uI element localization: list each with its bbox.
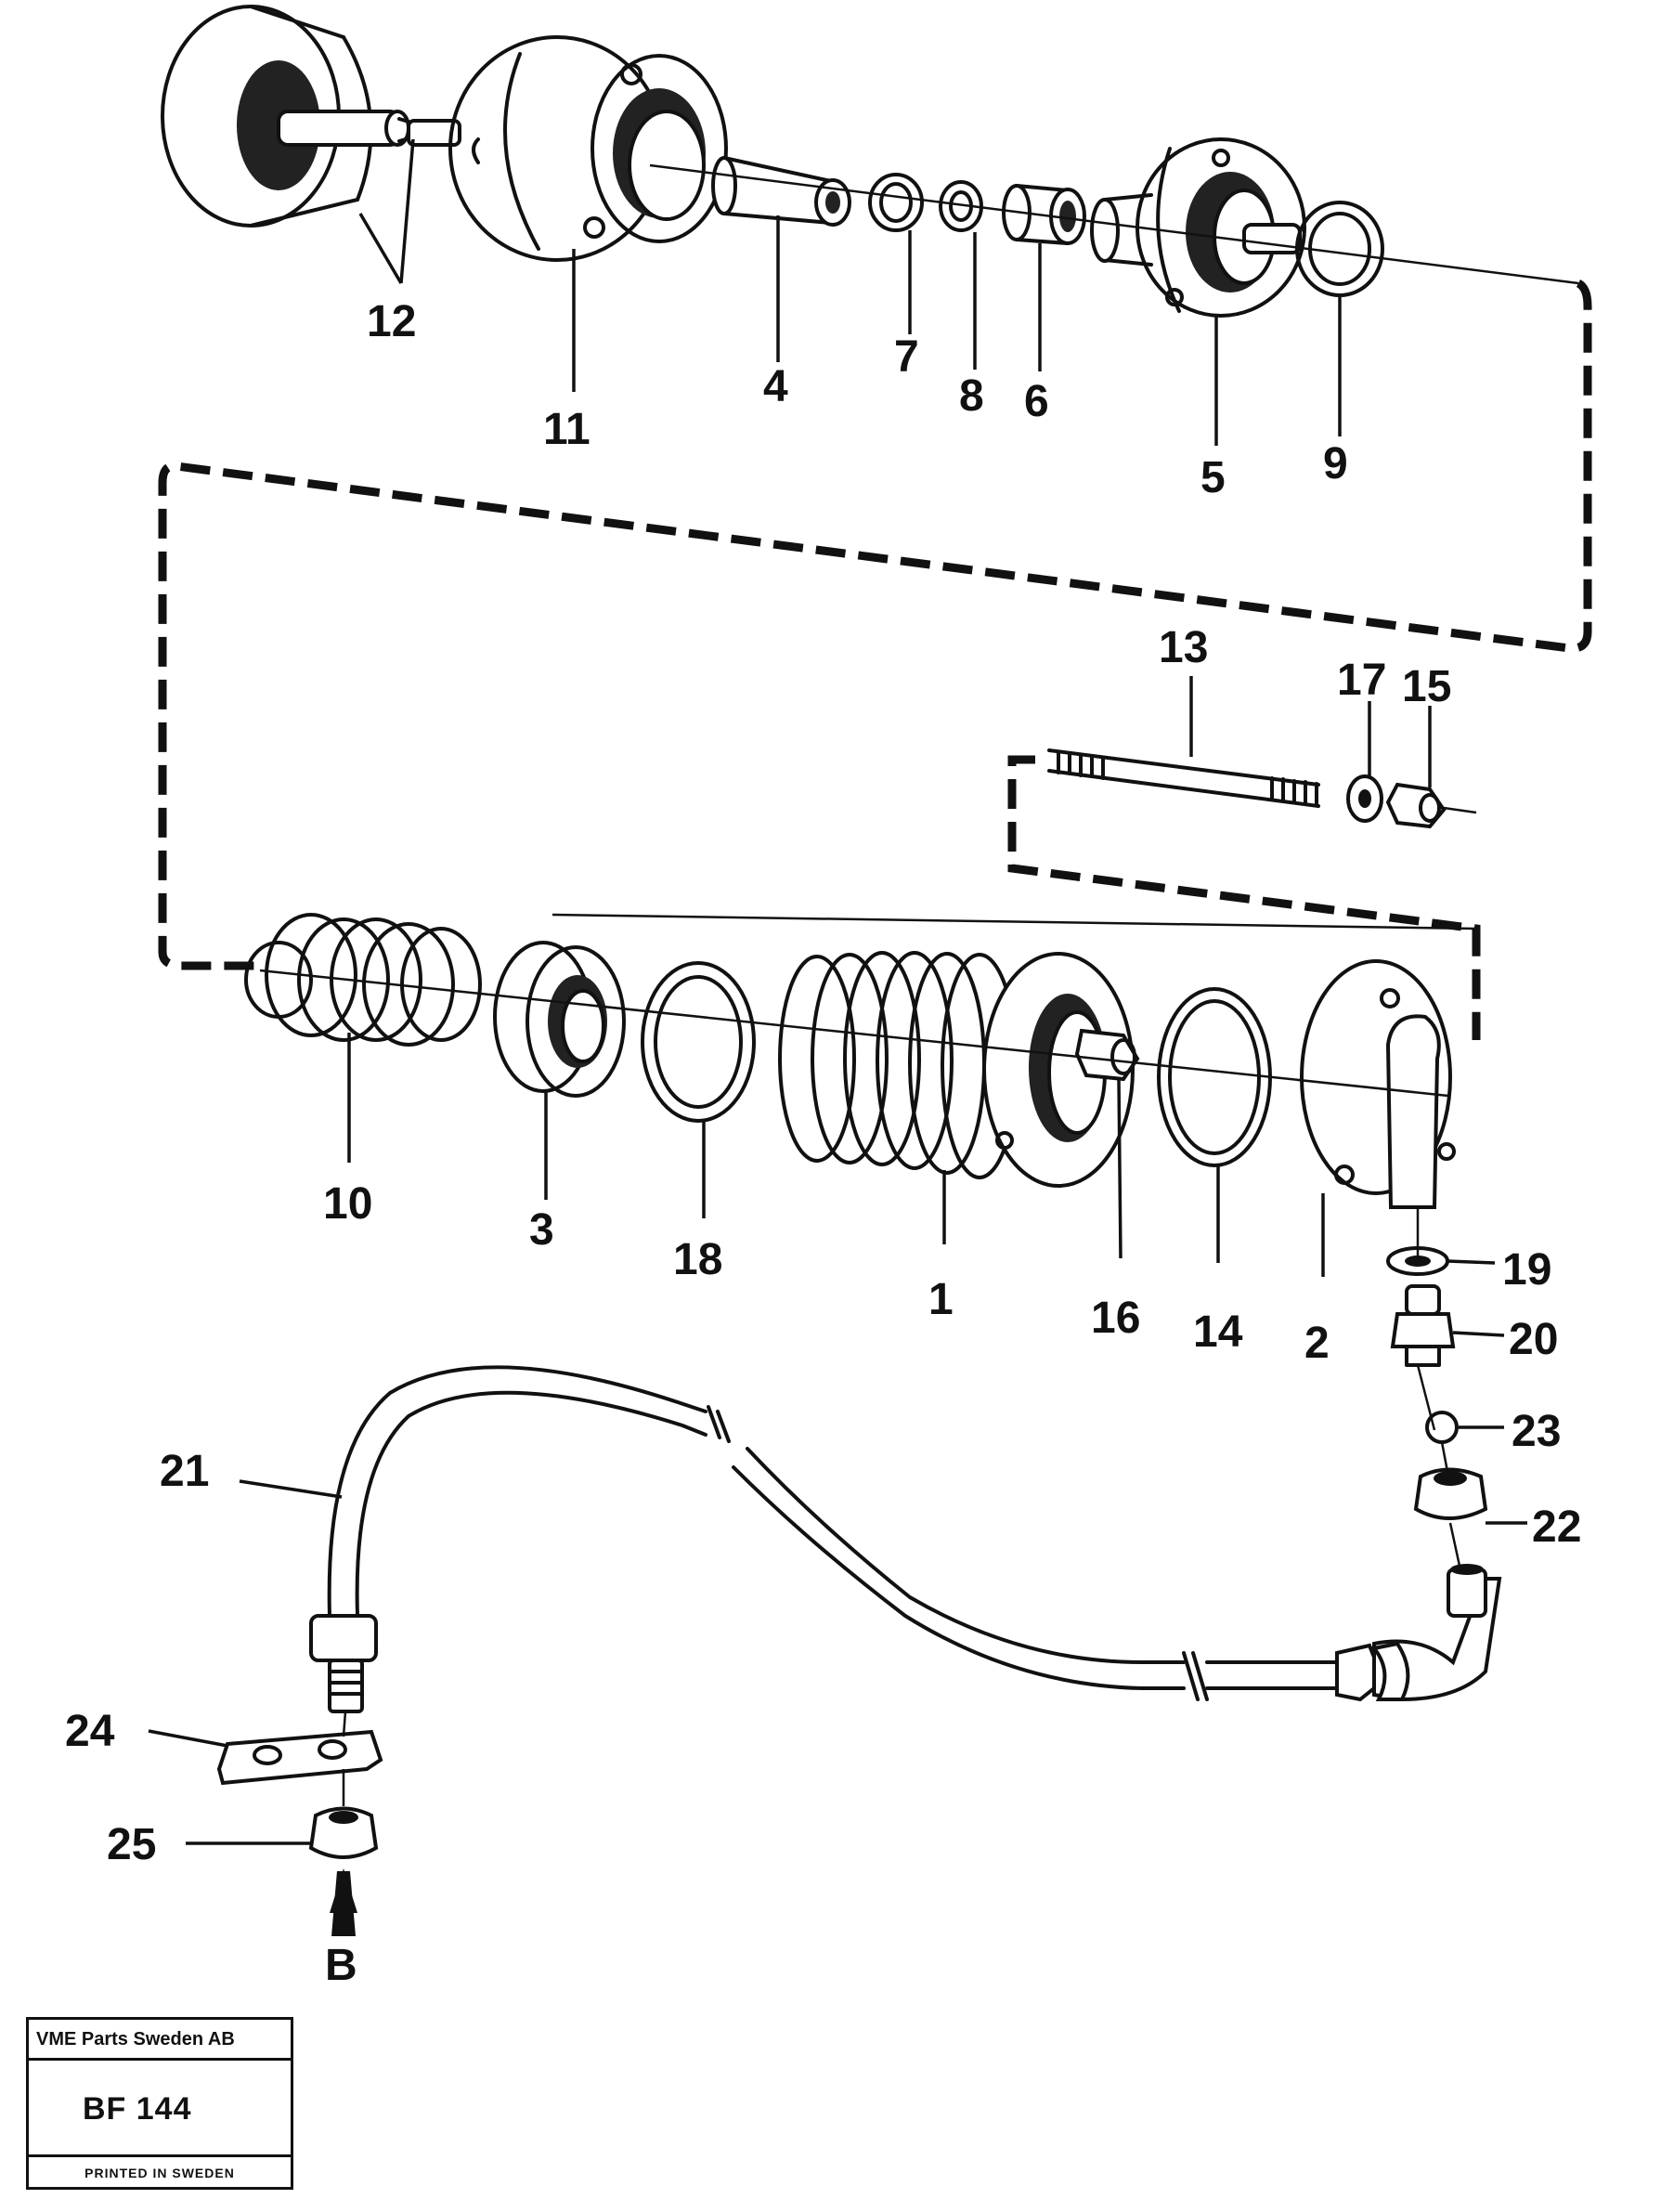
callout-19: 19: [1502, 1245, 1551, 1295]
part-7-ring: [868, 173, 924, 232]
part-4-pin: [711, 156, 851, 227]
axis-line-clamp: [342, 1711, 347, 1806]
part-2-end-plate: [1300, 959, 1456, 1209]
part-11-housing: [448, 35, 728, 262]
axis-line-middle: [259, 969, 1449, 1098]
part-13-stud: [1047, 748, 1320, 808]
callout-7: 7: [894, 332, 919, 382]
axis-line-top: [649, 163, 1579, 285]
part-1-bellows: [778, 951, 1135, 1188]
part-3-cup: [493, 941, 626, 1098]
callout-24: 24: [65, 1707, 115, 1756]
callout-2: 2: [1304, 1319, 1330, 1368]
callout-3: 3: [529, 1205, 554, 1255]
callout-5: 5: [1200, 453, 1226, 502]
part-25-nut: [308, 1806, 379, 1859]
callout-25: 25: [107, 1820, 156, 1869]
callout-13: 13: [1159, 623, 1208, 672]
printed-note: PRINTED IN SWEDEN: [84, 2166, 235, 2180]
part-15-nut: [1385, 782, 1477, 829]
part-24-clamp: [216, 1729, 383, 1786]
title-block: VME Parts Sweden AB BF 144 PRINTED IN SW…: [26, 2017, 293, 2190]
part-12-cup-and-stud: [161, 5, 461, 228]
callout-10: 10: [323, 1179, 372, 1229]
part-21-hose: [309, 1365, 1502, 1713]
part-14-ring: [1157, 987, 1272, 1167]
part-10-spring: [244, 913, 482, 1047]
part-18-ring: [641, 961, 756, 1123]
dashed-link-stud: [1007, 755, 1481, 1040]
callout-1: 1: [928, 1275, 954, 1324]
callout-23: 23: [1512, 1407, 1561, 1456]
callout-14: 14: [1193, 1308, 1243, 1357]
drawing-code: BF 144: [29, 2061, 291, 2157]
callout-18: 18: [673, 1235, 722, 1284]
arrow-b-head-icon: [330, 1868, 357, 1913]
callout-9: 9: [1323, 439, 1348, 488]
callout-b: B: [325, 1941, 357, 1990]
part-17-washer: [1346, 774, 1383, 823]
callout-21: 21: [160, 1447, 209, 1496]
callout-16: 16: [1091, 1294, 1140, 1343]
callout-17: 17: [1337, 656, 1386, 705]
part-20-union: [1390, 1284, 1456, 1367]
callout-15: 15: [1402, 662, 1451, 711]
callout-20: 20: [1509, 1315, 1558, 1364]
part-22-nut: [1413, 1467, 1488, 1520]
bellows-guide-line: [552, 913, 1477, 930]
leader-lines: [148, 138, 1527, 1845]
part-5-flange: [1090, 137, 1306, 318]
callout-22: 22: [1532, 1503, 1581, 1552]
part-6-sleeve: [1002, 184, 1086, 245]
axis-line-fitting: [1416, 1207, 1464, 1580]
part-16-nut: [1074, 1028, 1140, 1082]
callout-8: 8: [959, 371, 984, 421]
dashed-link-upper: [158, 279, 1592, 970]
callout-12: 12: [367, 297, 416, 346]
callout-6: 6: [1024, 377, 1049, 426]
callout-11: 11: [543, 405, 590, 454]
company-name: VME Parts Sweden AB: [29, 2020, 291, 2061]
callout-4: 4: [763, 362, 788, 411]
